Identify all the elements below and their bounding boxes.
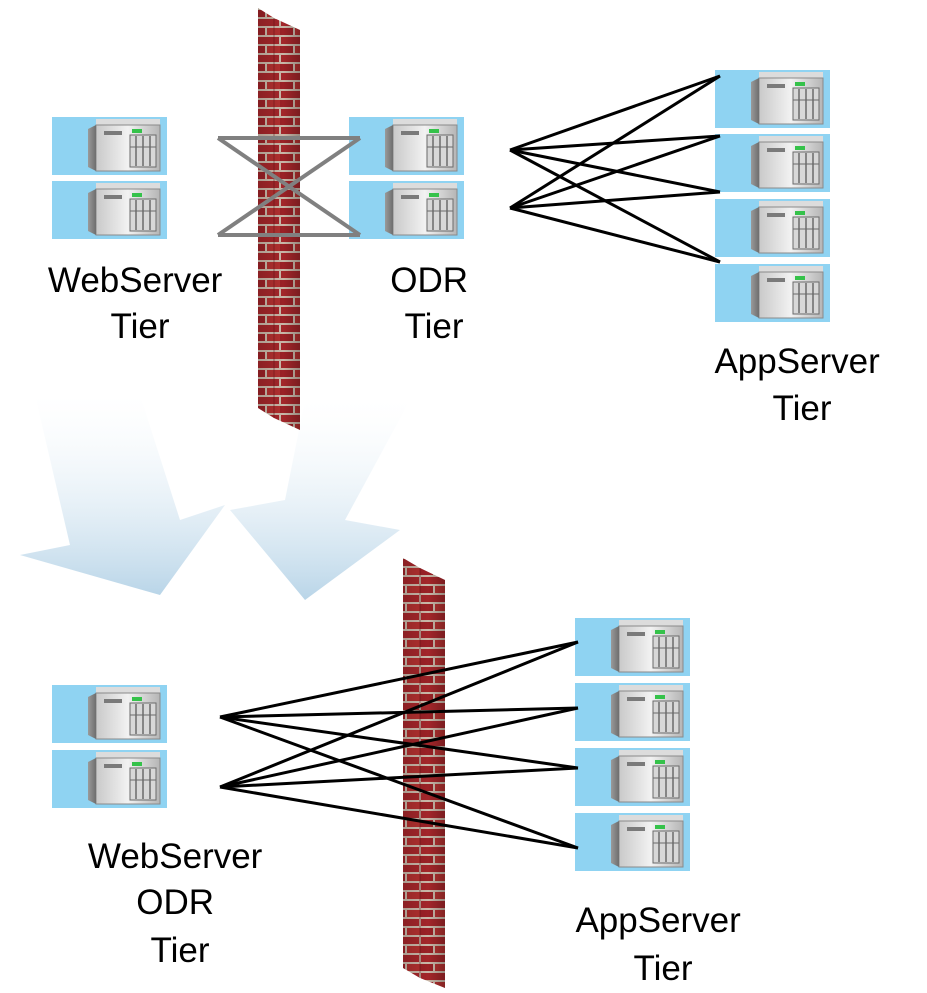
bottom-appserver-group: [574, 617, 691, 872]
server-icon: [348, 180, 465, 240]
server-icon: [714, 198, 831, 258]
server-icon: [51, 749, 168, 809]
appserver-tier-label-bottom: AppServer Tier: [575, 901, 750, 988]
bottom-webserver-odr-group: [51, 684, 168, 809]
server-icon: [714, 69, 831, 129]
odr-tier-label: ODR Tier: [390, 261, 478, 346]
transition-arrow-right: [230, 400, 410, 600]
top-firewall-connections: [216, 136, 362, 237]
server-icon: [348, 116, 465, 176]
server-icon: [51, 684, 168, 744]
server-icon: [714, 263, 831, 323]
server-icon: [574, 682, 691, 742]
firewall-top: [258, 8, 300, 430]
firewall-bottom: [403, 558, 445, 988]
webserver-odr-tier-label: WebServer ODR Tier: [88, 837, 272, 970]
server-icon: [574, 747, 691, 807]
server-icon: [51, 180, 168, 240]
webserver-tier-label: WebServer Tier: [48, 261, 232, 346]
top-webserver-group: [51, 116, 168, 240]
server-icon: [714, 133, 831, 193]
bottom-connections: [219, 640, 579, 850]
server-icon: [574, 617, 691, 677]
top-appserver-group: [714, 69, 831, 323]
server-icon: [51, 116, 168, 176]
appserver-tier-label-top: AppServer Tier: [714, 342, 889, 428]
server-icon: [574, 812, 691, 872]
transition-arrow-left: [20, 395, 225, 595]
top-odr-group: [348, 116, 465, 240]
top-odr-app-connections: [509, 74, 721, 264]
